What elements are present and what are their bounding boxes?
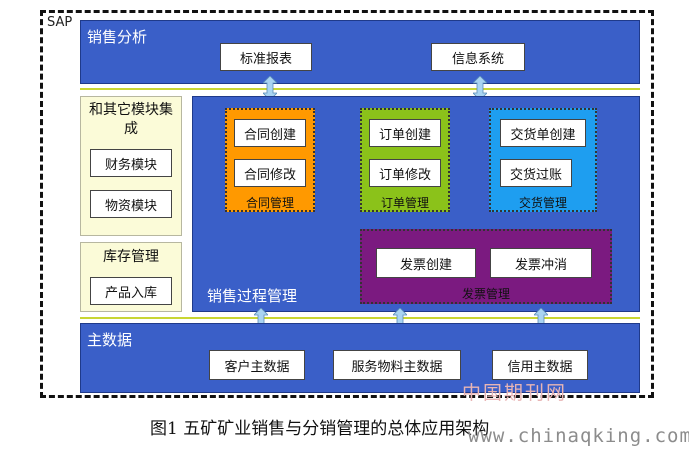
invoice-create-box: 发票创建 [376, 248, 476, 278]
invoice-group: 发票创建 发票冲消 发票管理 [360, 229, 612, 304]
sales-analysis-band: 销售分析 [80, 20, 640, 84]
separator-top [80, 88, 640, 90]
contract-modify-box: 合同修改 [234, 159, 306, 187]
other-modules-title: 和其它模块集成 [89, 102, 173, 137]
separator-bottom [80, 317, 640, 319]
order-group: 订单创建 订单修改 订单管理 [360, 108, 450, 212]
order-modify-box: 订单修改 [369, 159, 441, 187]
info-system-box: 信息系统 [431, 43, 525, 71]
order-create-box: 订单创建 [369, 119, 441, 147]
delivery-group: 交货单创建 交货过账 交货管理 [489, 108, 597, 212]
master-data-title: 主数据 [87, 331, 133, 349]
finance-module-box: 财务模块 [90, 149, 172, 177]
product-inbound-box: 产品入库 [90, 277, 172, 305]
delivery-posting-box: 交货过账 [500, 159, 572, 187]
material-module-box: 物资模块 [90, 190, 172, 218]
inventory-panel: 库存管理 产品入库 [80, 242, 182, 312]
invoice-group-label: 发票管理 [461, 287, 510, 301]
inventory-title: 库存管理 [103, 249, 159, 265]
up-down-arrow-icon [263, 76, 277, 100]
sales-process-title: 销售过程管理 [207, 287, 298, 305]
other-modules-panel: 和其它模块集成 财务模块 物资模块 [80, 96, 182, 236]
contract-create-box: 合同创建 [234, 119, 306, 147]
contract-group: 合同创建 合同修改 合同管理 [225, 108, 315, 212]
customer-master-box: 客户主数据 [209, 350, 305, 380]
contract-group-label: 合同管理 [245, 196, 294, 210]
sales-analysis-title: 销售分析 [87, 28, 148, 46]
service-material-master-box: 服务物料主数据 [333, 350, 461, 380]
sap-label: SAP [45, 15, 75, 30]
delivery-group-label: 交货管理 [518, 196, 567, 210]
standard-report-box: 标准报表 [220, 43, 312, 71]
up-down-arrow-icon [473, 76, 487, 100]
watermark: 中国期刊网 [462, 382, 568, 404]
sap-frame [40, 10, 654, 398]
figure-caption: 图1 五矿矿业销售与分销管理的总体应用架构 [150, 419, 490, 439]
credit-master-box: 信用主数据 [492, 350, 588, 380]
source-url: www.chinaqking.com [468, 425, 689, 447]
order-group-label: 订单管理 [380, 196, 429, 210]
invoice-reverse-box: 发票冲消 [490, 248, 592, 278]
delivery-create-box: 交货单创建 [500, 119, 586, 147]
